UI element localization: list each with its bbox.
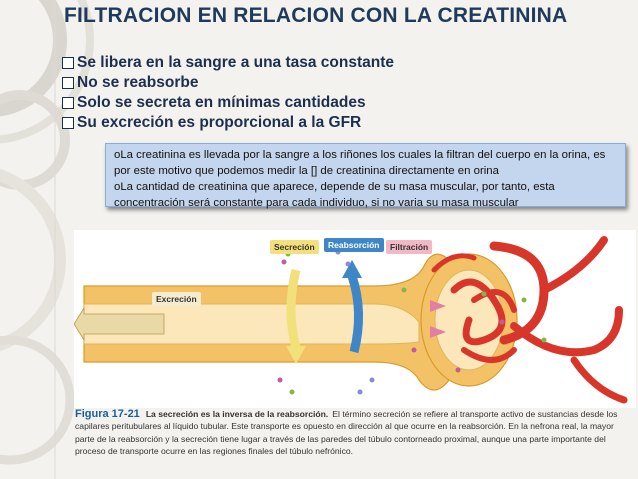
capillary-vessels: [431, 236, 628, 404]
slide-title: FILTRACION EN RELACION CON LA CREATININA: [64, 4, 568, 27]
molecule-dots: [277, 249, 547, 395]
bullet-item: Se libera en la sangre a una tasa consta…: [62, 53, 622, 73]
note-paragraph: oLa creatinina es llevada por la sangre …: [114, 149, 606, 177]
bullet-text: Solo se secreta en mínimas cantidades: [77, 94, 366, 111]
checkbox-bullet-icon: [62, 77, 74, 89]
excretion-label: Excreción: [152, 292, 201, 306]
checkbox-bullet-icon: [62, 117, 74, 129]
bullet-item: No se reabsorbe: [62, 73, 622, 93]
caption-heading: La secreción es la inversa de la reabsor…: [145, 409, 329, 419]
reabsorption-label: Reabsorción: [324, 238, 384, 252]
bullet-item: Solo se secreta en mínimas cantidades: [62, 93, 622, 113]
filtration-label: Filtración: [386, 240, 433, 254]
filtration-arrows: [430, 300, 446, 338]
secretion-arrow: [286, 268, 306, 364]
caption-body: El término secreción se refiere al trans…: [75, 409, 618, 457]
checkbox-bullet-icon: [62, 97, 74, 109]
note-paragraph: oLa cantidad de creatinina que aparece, …: [114, 181, 555, 209]
excretion-arrow: [73, 306, 165, 342]
checkbox-bullet-icon: [62, 57, 74, 69]
bullet-text: Se libera en la sangre a una tasa consta…: [77, 54, 395, 71]
nephron-figure: Secreción Reabsorción Filtración Excreci…: [73, 230, 636, 408]
reabsorption-arrow: [342, 260, 364, 354]
bullet-list: Se libera en la sangre a una tasa consta…: [62, 53, 622, 133]
info-note-box: oLa creatinina es llevada por la sangre …: [105, 143, 626, 209]
figure-number: Figura 17-21: [75, 408, 140, 420]
bullet-text: Su excreción es proporcional a la GFR: [77, 114, 362, 131]
secretion-label: Secreción: [270, 240, 319, 254]
nephron-illustration: [73, 230, 636, 408]
bullet-text: No se reabsorbe: [77, 74, 199, 91]
figure-caption: Figura 17-21 La secreción es la inversa d…: [75, 408, 635, 458]
bullet-item: Su excreción es proporcional a la GFR: [62, 113, 622, 133]
